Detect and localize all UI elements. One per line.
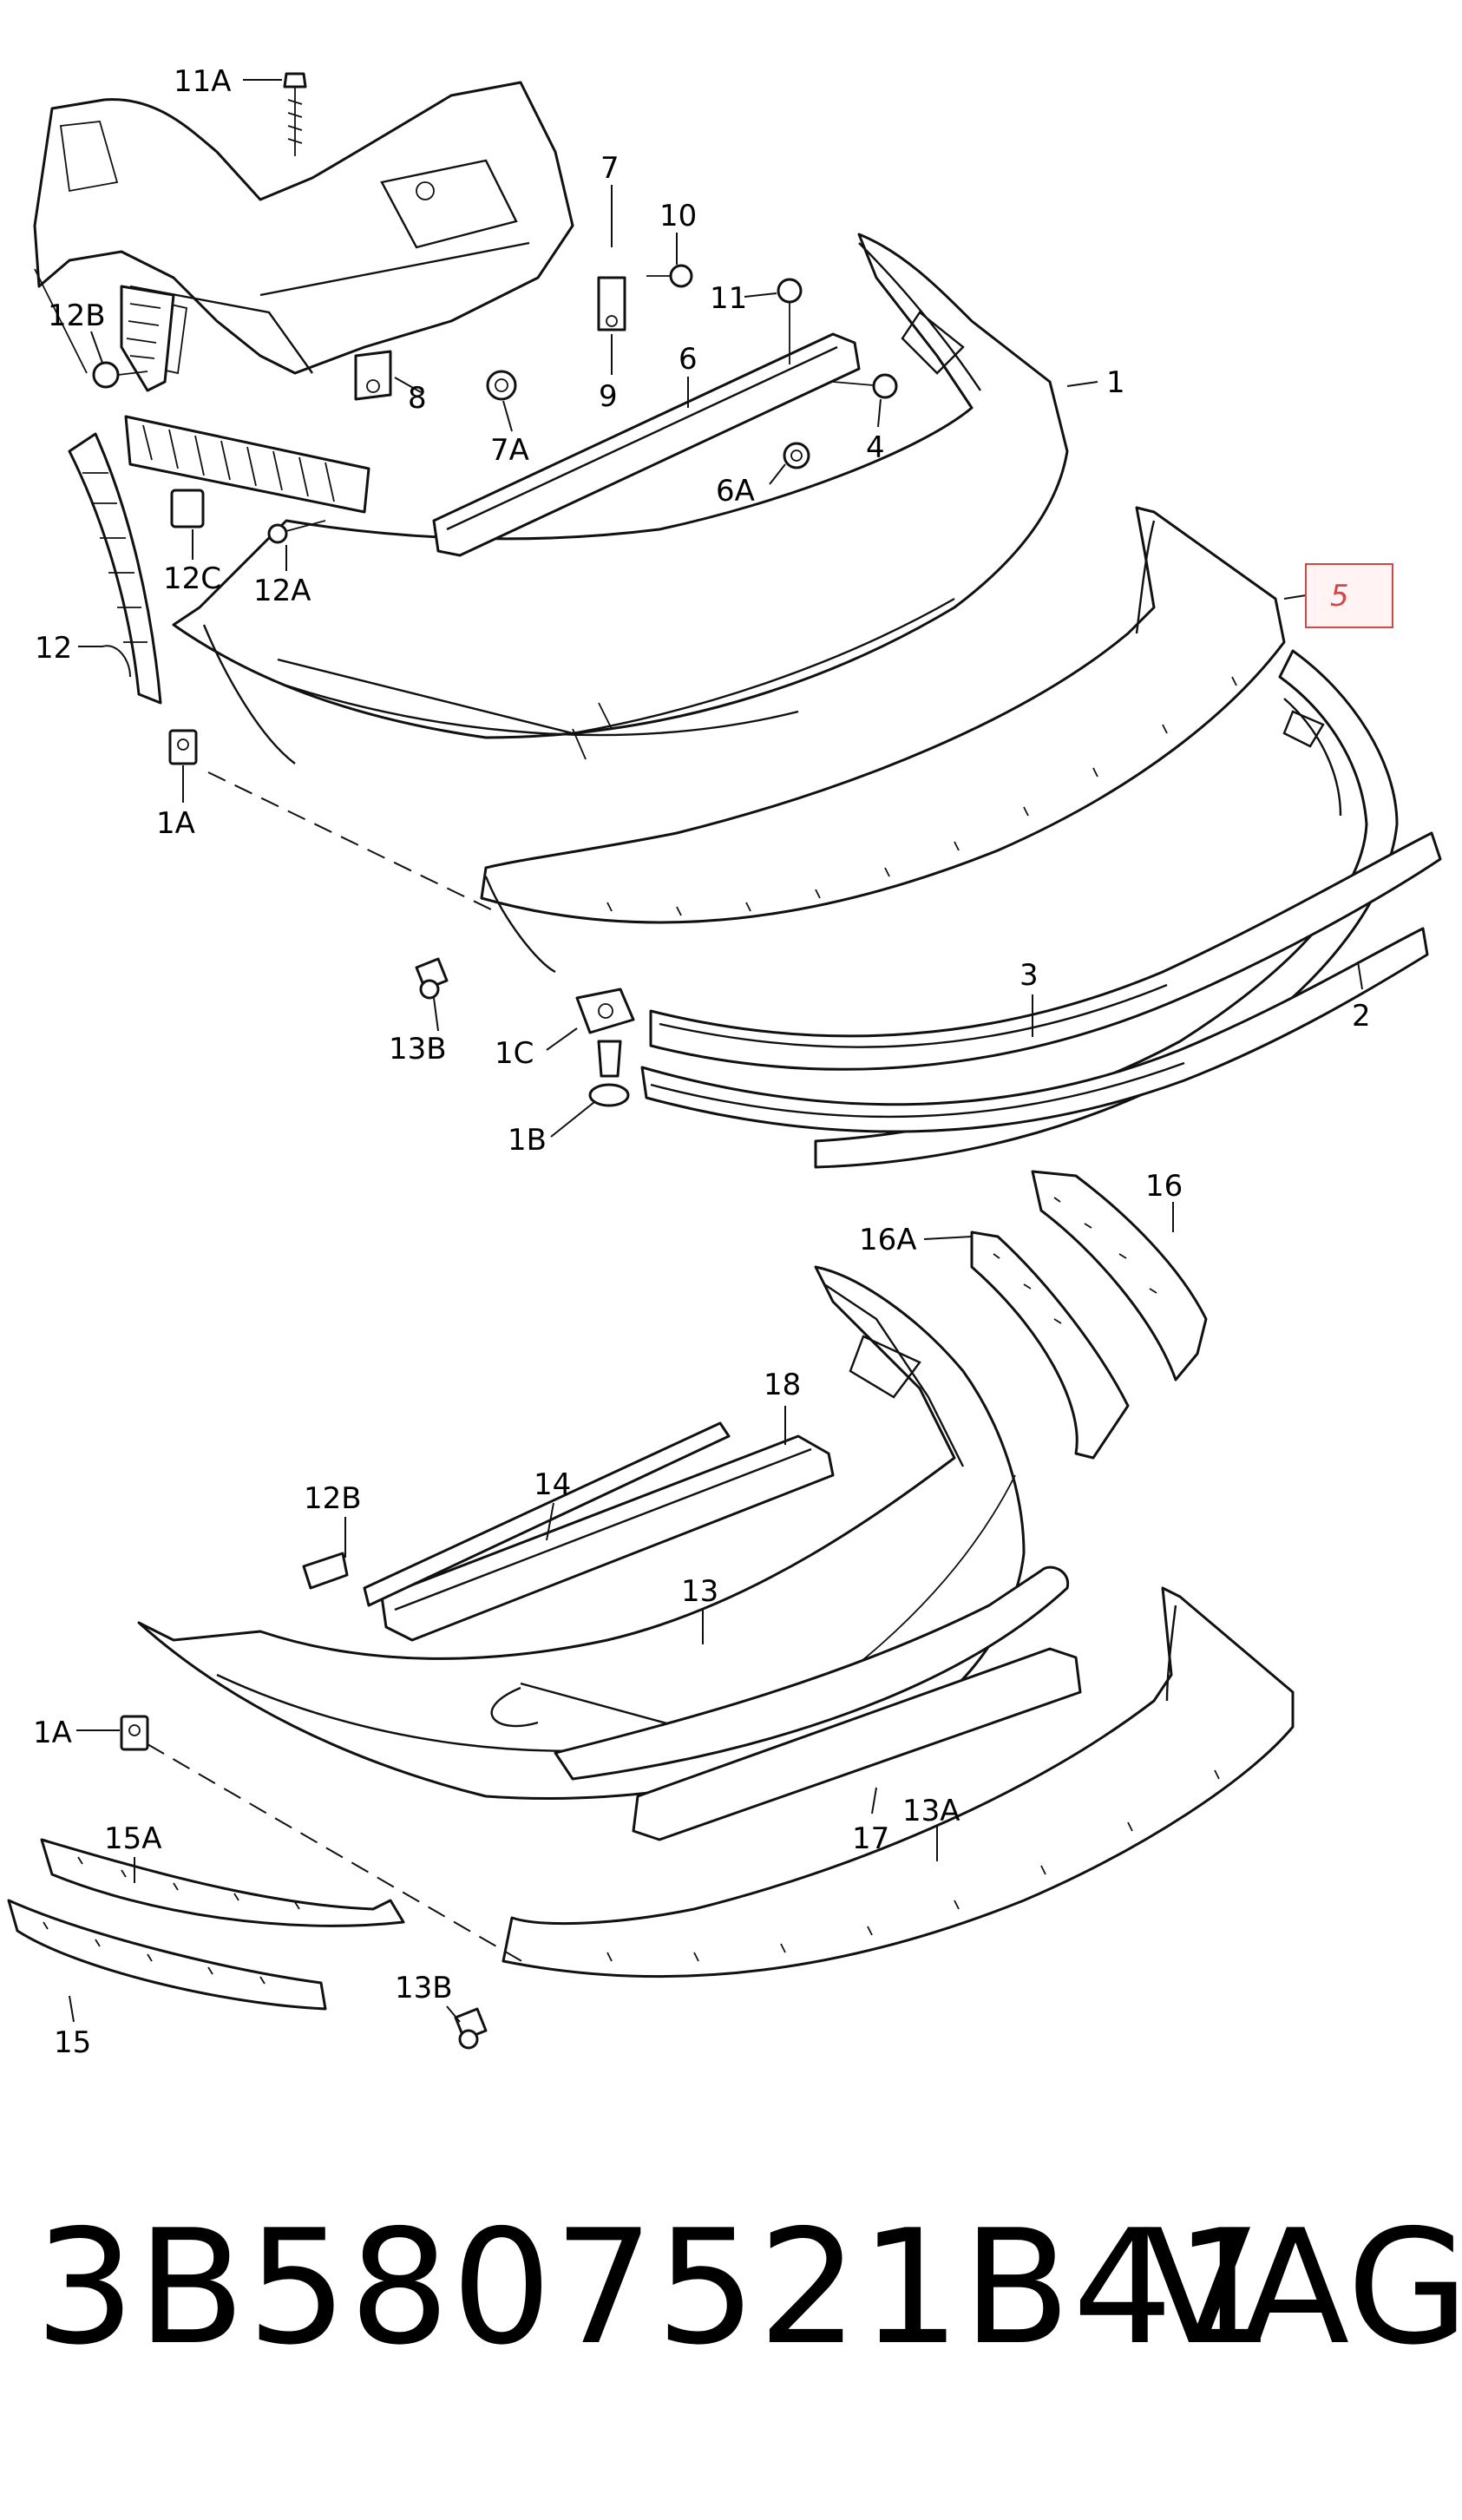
callout-18: 18 [764, 1368, 801, 1402]
strip-14 [363, 1421, 731, 1607]
callout-8: 8 [408, 381, 427, 416]
trim-18 [380, 1434, 835, 1642]
nut-7A [486, 370, 517, 401]
leader-lines [69, 79, 1363, 2023]
callout-15: 15 [54, 2025, 91, 2060]
callout-12A: 12A [253, 574, 311, 608]
callout-13A: 13A [902, 1794, 960, 1828]
callout-11: 11 [710, 281, 747, 316]
callout-7A: 7A [490, 433, 529, 468]
clip-1A [168, 729, 198, 765]
trim-16A [970, 1230, 1130, 1460]
callout-6: 6 [679, 342, 698, 377]
callout-12C: 12C [163, 561, 221, 596]
bracket-rail [124, 415, 370, 514]
callout-13: 13 [681, 1574, 718, 1609]
clip-1C [575, 988, 635, 1034]
bumper-cover-1 [172, 233, 1069, 765]
callout-12B-lower: 12B [304, 1481, 362, 1516]
assembly-line-bottom [147, 1743, 530, 1966]
callout-1B: 1B [508, 1123, 547, 1158]
nut-6A [783, 442, 810, 469]
strip-13 [554, 1565, 1070, 1781]
fastener-11 [777, 278, 803, 364]
bracket-8 [354, 350, 392, 401]
bumper-exploded-diagram: 11A 7 10 11 12B 9 6 1 8 7A 4 6A 12C 12A … [7, 64, 1442, 2060]
diffuser-13A [502, 1586, 1295, 1979]
clip-1A-lower [120, 1715, 149, 1751]
brand-name: VAG [1144, 2195, 1462, 2379]
part-number: 3B5807521B41 [35, 2195, 1277, 2379]
strip-17 [632, 1647, 1082, 1841]
callout-3: 3 [1019, 958, 1039, 993]
clip-12C [170, 489, 205, 528]
callout-5: 5 [1330, 579, 1349, 614]
car-rear-body [33, 81, 574, 375]
fastener-12B [92, 361, 148, 389]
fastener-11A [283, 72, 307, 156]
callout-16: 16 [1145, 1169, 1183, 1204]
bolt-4 [832, 373, 898, 399]
screw-1B [588, 1040, 630, 1107]
callout-12B: 12B [48, 299, 106, 333]
fastener-10 [646, 264, 693, 288]
assembly-line-top [207, 771, 495, 912]
callout-9: 9 [599, 379, 618, 414]
callout-1A-lower: 1A [33, 1716, 72, 1750]
callout-7: 7 [600, 151, 620, 186]
highlight-box-5 [1305, 563, 1393, 628]
rivet-13B-lower [454, 2007, 488, 2050]
strip-6 [432, 332, 861, 557]
guide-strip-12 [68, 432, 162, 705]
callout-2: 2 [1352, 999, 1371, 1034]
callout-14: 14 [534, 1467, 571, 1502]
side-guide-12B [120, 285, 175, 392]
callout-13B-lower: 13B [395, 1971, 453, 2005]
trim-15 [7, 1899, 327, 2011]
clip-12B-lower [302, 1552, 349, 1590]
screw-12A [267, 520, 326, 544]
callout-6A: 6A [716, 474, 755, 509]
callout-13B: 13B [389, 1032, 447, 1066]
callout-15A: 15A [104, 1821, 162, 1856]
bracket-9 [597, 276, 626, 331]
callout-1C: 1C [495, 1036, 534, 1071]
callout-10: 10 [659, 199, 697, 233]
callout-17: 17 [852, 1821, 889, 1856]
trim-16 [1031, 1170, 1208, 1381]
diffuser-5 [480, 506, 1286, 974]
callout-4: 4 [866, 430, 885, 465]
callout-12: 12 [35, 631, 72, 666]
trim-15A [40, 1838, 405, 1927]
callout-16A: 16A [859, 1223, 917, 1257]
callout-11A: 11A [174, 64, 232, 99]
callout-1A: 1A [156, 806, 195, 841]
trim-strip-3 [640, 831, 1442, 1133]
callout-labels: 11A 7 10 11 12B 9 6 1 8 7A 4 6A 12C 12A … [33, 64, 1371, 2060]
callout-1: 1 [1106, 365, 1125, 400]
rivet-13B [415, 957, 449, 1000]
